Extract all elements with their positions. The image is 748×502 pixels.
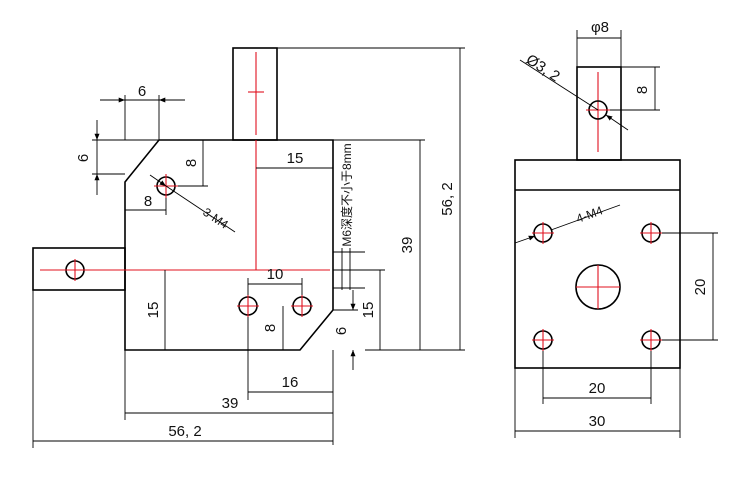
dim-width-30: 30 bbox=[514, 368, 681, 438]
dim-chamfer-height-label: 6 bbox=[75, 154, 92, 162]
dim-bottom-39-label: 39 bbox=[222, 395, 239, 412]
dim-hole-horizontal-label: 8 bbox=[144, 193, 152, 210]
dim-pair-spacing-label: 10 bbox=[267, 266, 284, 283]
dim-hole-vertical-label: 8 bbox=[183, 159, 200, 167]
dim-shaft-dia: φ8 bbox=[576, 19, 622, 67]
leader-hole-dia-label: Ø3, 2 bbox=[523, 51, 563, 85]
leader-hole-dia: Ø3, 2 bbox=[519, 51, 629, 131]
leader-4-m4-label: 4-M4 bbox=[574, 203, 605, 226]
leader-3-m4: 3-M4 bbox=[149, 174, 236, 233]
dim-height-total: 56, 2 bbox=[277, 47, 465, 351]
front-m6-hole-lines bbox=[333, 248, 365, 290]
dim-chamfer-width: 6 bbox=[100, 83, 185, 140]
dim-hole-horizontal: 8 bbox=[124, 193, 167, 215]
dim-pair-vertical-label: 8 bbox=[262, 324, 279, 332]
dim-bottom-chamfer-label: 6 bbox=[333, 327, 350, 335]
dim-bottom-chamfer: 6 bbox=[333, 290, 358, 370]
side-hole-br bbox=[640, 329, 662, 351]
leader-4-m4: 4-M4 bbox=[514, 203, 621, 244]
dim-left-15-label: 15 bbox=[145, 302, 162, 319]
dim-height-39-label: 39 bbox=[399, 237, 416, 254]
dim-bottom-16: 16 bbox=[247, 317, 334, 445]
dim-horiz-20: 20 bbox=[542, 351, 652, 404]
dim-bottom-16-label: 16 bbox=[282, 374, 299, 391]
front-left-shaft bbox=[32, 247, 126, 291]
side-view: φ8 Ø3, 2 8 4-M4 20 bbox=[514, 19, 718, 438]
dim-top-right: 15 bbox=[256, 150, 333, 169]
dim-vert-20: 20 bbox=[662, 232, 718, 341]
dim-shaft-dia-label: φ8 bbox=[591, 19, 609, 36]
side-shaft bbox=[576, 66, 622, 161]
front-hole-pair-left bbox=[237, 295, 259, 317]
front-view: 6 6 8 8 15 bbox=[32, 47, 465, 448]
dim-pair-spacing: 10 bbox=[247, 266, 303, 295]
dim-shaft-hole-label: 8 bbox=[634, 86, 651, 94]
side-center-bore bbox=[575, 264, 621, 310]
dim-vert-20-label: 20 bbox=[692, 279, 709, 296]
front-hole-pair-right bbox=[291, 295, 313, 317]
dim-left-15: 15 bbox=[145, 270, 166, 350]
dim-bottom-56-label: 56, 2 bbox=[168, 423, 201, 440]
dim-chamfer-width-label: 6 bbox=[138, 83, 146, 100]
dim-bottom-39: 39 bbox=[124, 350, 333, 420]
dim-width-30-label: 30 bbox=[589, 413, 606, 430]
dim-height-total-label: 56, 2 bbox=[439, 182, 456, 215]
dim-bottom-56: 56, 2 bbox=[32, 290, 333, 448]
side-hole-tr bbox=[640, 222, 662, 244]
note-m6-depth: M6深度不小于8mm bbox=[339, 143, 354, 246]
dim-pair-vertical: 8 bbox=[262, 306, 284, 350]
side-hole-bl bbox=[532, 329, 554, 351]
dim-right-15: 15 bbox=[333, 269, 385, 350]
side-body-outline bbox=[514, 159, 681, 369]
dim-height-39: 39 bbox=[333, 139, 425, 351]
dim-top-right-label: 15 bbox=[287, 150, 304, 167]
leader-3-m4-label: 3-M4 bbox=[200, 205, 231, 232]
front-centerlines bbox=[40, 52, 330, 271]
side-hole-tl bbox=[532, 222, 554, 244]
front-top-shaft bbox=[232, 47, 278, 141]
dim-chamfer-height: 6 bbox=[75, 120, 159, 195]
dim-horiz-20-label: 20 bbox=[589, 380, 606, 397]
dim-hole-vertical: 8 bbox=[166, 139, 208, 187]
dim-right-15-label: 15 bbox=[360, 302, 377, 319]
front-hole-left-shaft bbox=[63, 259, 87, 281]
dim-shaft-hole: 8 bbox=[610, 66, 660, 111]
